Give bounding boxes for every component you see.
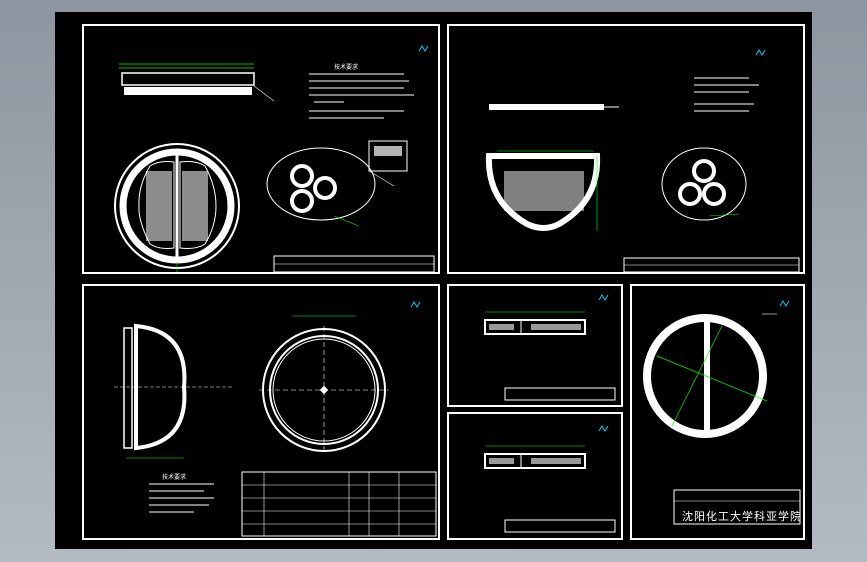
sheet-3-graphics bbox=[114, 301, 437, 537]
sheet-6-graphics bbox=[643, 300, 801, 525]
cad-drawing-canvas[interactable]: 技术要求 bbox=[55, 12, 812, 549]
drawing-sheet-3[interactable]: 技术要求 bbox=[82, 284, 440, 540]
drawing-sheet-4[interactable] bbox=[447, 284, 623, 407]
school-title: 沈阳化工大学科亚学院 bbox=[682, 510, 802, 523]
tech-notes-title: 技术要求 bbox=[334, 64, 359, 71]
sheet-4-graphics bbox=[484, 294, 616, 401]
drawing-sheet-5[interactable] bbox=[447, 412, 623, 540]
sheet-1-graphics bbox=[114, 45, 435, 273]
tech-notes-title-2: 技术要求 bbox=[162, 474, 187, 481]
drawing-sheet-1[interactable]: 技术要求 bbox=[82, 24, 440, 274]
sheet-2-graphics bbox=[485, 49, 800, 273]
sheet-5-graphics bbox=[484, 425, 616, 533]
drawing-sheet-6[interactable]: 沈阳化工大学科亚学院 bbox=[630, 284, 805, 540]
drawing-sheet-2[interactable] bbox=[447, 24, 805, 274]
